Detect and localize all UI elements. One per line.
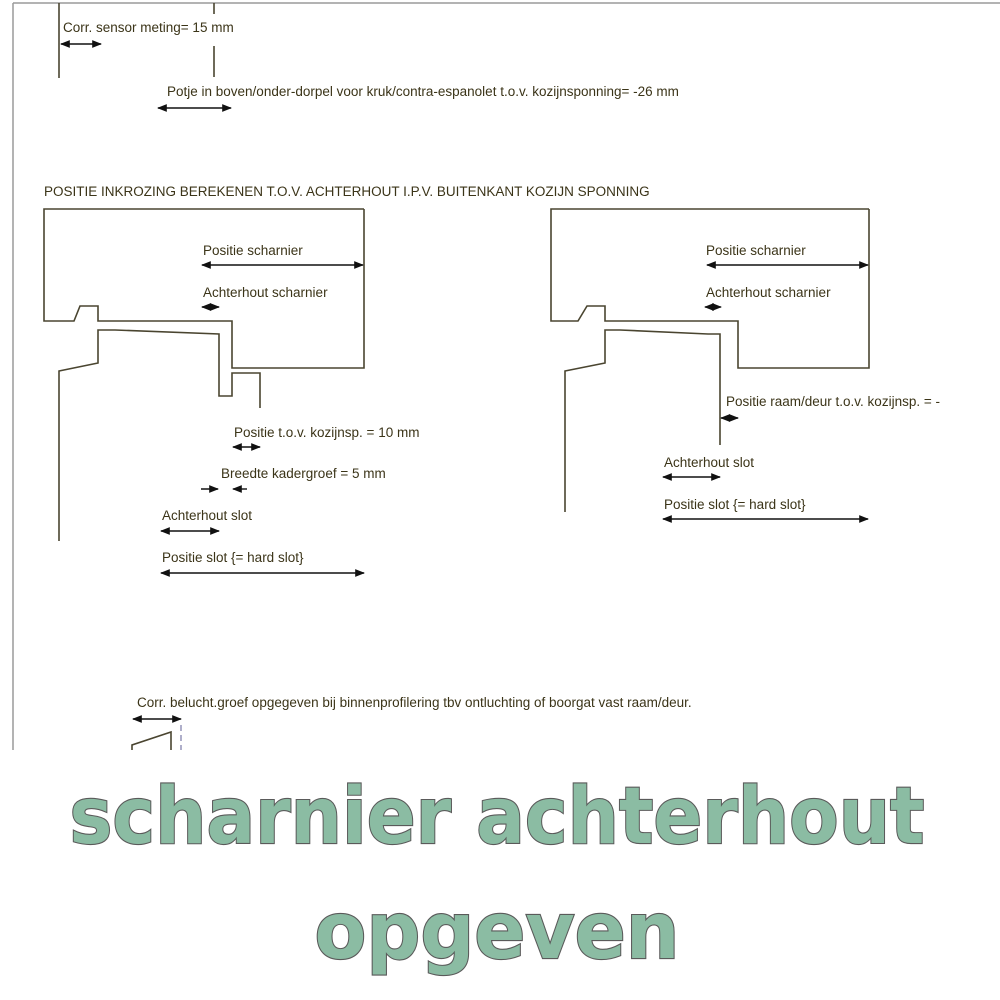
left-breedte-kadergroef-label: Breedte kadergroef = 5 mm xyxy=(221,466,386,481)
left-achterhout-slot-label: Achterhout slot xyxy=(162,508,252,523)
potje-label: Potje in boven/onder-dorpel voor kruk/co… xyxy=(167,84,679,99)
drawing-frame xyxy=(12,2,1000,750)
potje-dimension: Potje in boven/onder-dorpel voor kruk/co… xyxy=(157,3,679,112)
title-line-2: opgeven xyxy=(315,887,680,977)
corr-sensor-label: Corr. sensor meting= 15 mm xyxy=(63,20,234,35)
right-positie-scharnier-label: Positie scharnier xyxy=(706,243,806,258)
corr-belucht-dimension: Corr. belucht.groef opgegeven bij binnen… xyxy=(131,695,692,750)
right-achterhout-slot-label: Achterhout slot xyxy=(664,455,754,470)
right-positie-slot-label: Positie slot {= hard slot} xyxy=(664,497,806,512)
left-positie-kozijnsp-label: Positie t.o.v. kozijnsp. = 10 mm xyxy=(234,425,419,440)
left-achterhout-scharnier-label: Achterhout scharnier xyxy=(203,285,328,300)
corr-sensor-dimension: Corr. sensor meting= 15 mm xyxy=(58,3,234,78)
right-profile-drawing: Positie scharnier Achterhout scharnier P… xyxy=(550,208,940,523)
left-positie-scharnier-label: Positie scharnier xyxy=(203,243,303,258)
right-positie-raam-label: Positie raam/deur t.o.v. kozijnsp. = - xyxy=(726,394,940,409)
title-line-1: scharnier achterhout xyxy=(70,772,925,862)
left-profile-drawing: Positie scharnier Achterhout scharnier P… xyxy=(43,208,419,577)
right-achterhout-scharnier-label: Achterhout scharnier xyxy=(706,285,831,300)
section-heading: POSITIE INKROZING BEREKENEN T.O.V. ACHTE… xyxy=(44,184,650,199)
corr-belucht-label: Corr. belucht.groef opgegeven bij binnen… xyxy=(137,695,692,710)
left-positie-slot-label: Positie slot {= hard slot} xyxy=(162,550,304,565)
